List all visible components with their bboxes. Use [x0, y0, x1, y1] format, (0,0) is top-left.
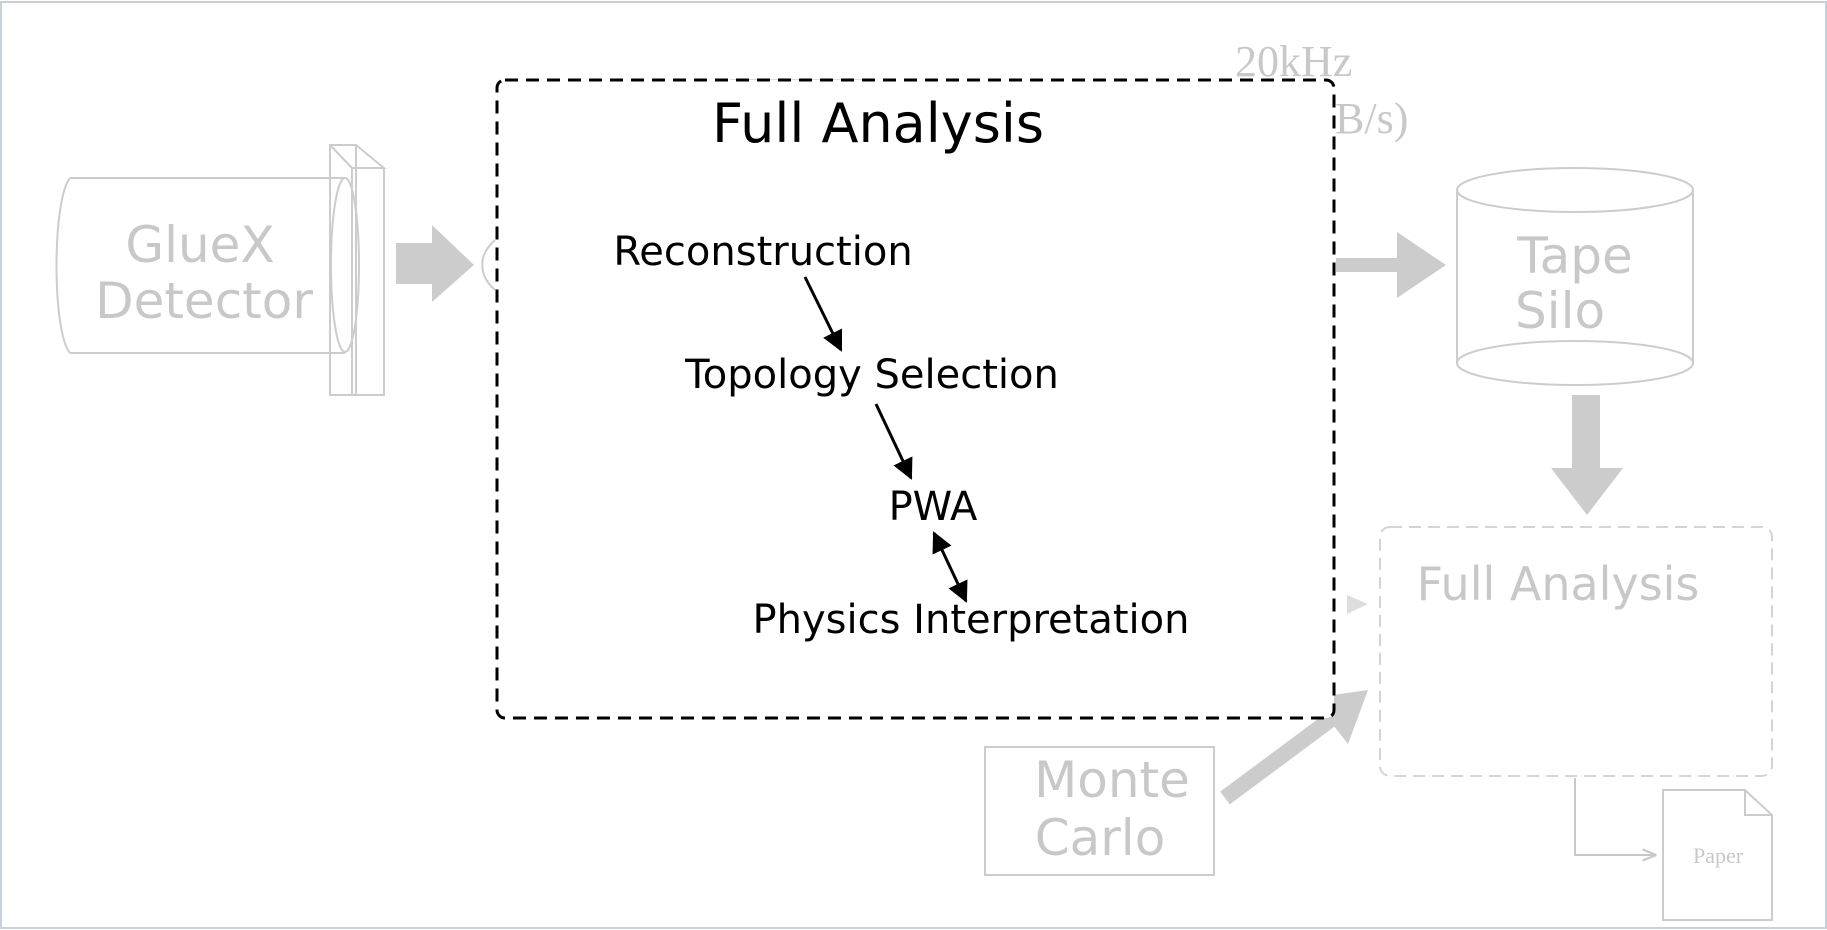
arrow-topology-to-pwa [874, 403, 913, 480]
detector-label-line2: Detector [95, 272, 313, 330]
rate-fragment-2: B/s) [1335, 94, 1408, 143]
tape-to-analysis-arrow [1551, 395, 1623, 515]
full-analysis-right-label: Full Analysis [1417, 557, 1700, 611]
monte-label-line1: Monte [1034, 751, 1190, 809]
tape-label-line2: Silo [1515, 282, 1605, 340]
paper-document [1662, 789, 1773, 921]
full-analysis-focus-box [495, 78, 1336, 720]
detector-plate-depth [329, 144, 387, 396]
monte-to-analysis-arrow-shaft [1220, 713, 1335, 805]
paper-label: Paper [1693, 843, 1744, 868]
analysis-to-paper-connector [1574, 778, 1655, 855]
analysis-to-tape-arrow [1336, 232, 1446, 298]
detector-cylinder [55, 177, 345, 354]
step-topology-selection: Topology Selection [684, 352, 1059, 398]
detector-to-analysis-arrow [396, 225, 474, 302]
step-pwa: PWA [889, 484, 978, 530]
monte-label-line2: Carlo [1035, 809, 1166, 867]
tape-label-line1: Tape [1516, 227, 1632, 285]
monte-carlo-box [984, 746, 1215, 876]
arrow-reconstruction-to-topology [803, 276, 843, 352]
tape-silo: Tape Silo [1456, 167, 1694, 386]
small-faded-arrow [1347, 595, 1368, 614]
faded-arc [481, 239, 496, 291]
detector-group: GlueX Detector [55, 144, 387, 396]
step-physics-interpretation: Physics Interpretation [753, 597, 1190, 643]
rate-fragment-1: 20kHz [1235, 37, 1352, 86]
focus-box-title: Full Analysis [712, 92, 1044, 155]
tape-silo-body [1456, 190, 1694, 363]
step-reconstruction: Reconstruction [613, 229, 912, 275]
detector-plate [329, 144, 357, 396]
tape-silo-bottom [1456, 340, 1694, 386]
detector-label-line1: GlueX [125, 216, 274, 274]
full-analysis-right-box [1379, 526, 1773, 777]
arrow-pwa-interpretation-bidirectional [932, 531, 968, 603]
